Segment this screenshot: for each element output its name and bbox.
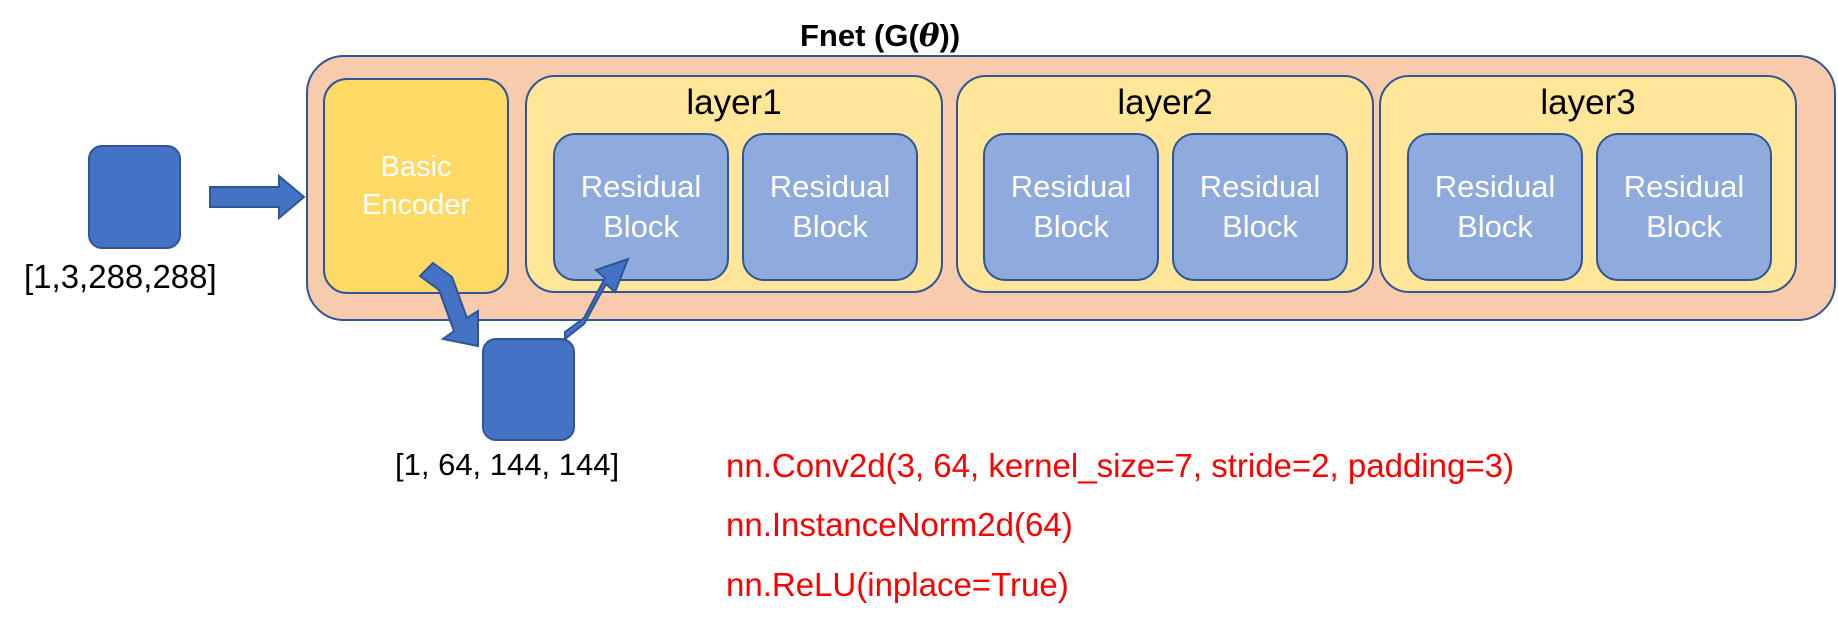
layer1-title: layer1 [686, 83, 782, 122]
input-tensor-square [88, 145, 181, 249]
residual-block-label: Residual Block [769, 169, 891, 244]
encoded-tensor-square [482, 338, 575, 441]
residual-block-label: Residual Block [580, 169, 702, 244]
basic-encoder-block: Basic Encoder [323, 78, 509, 294]
input-arrow [209, 173, 306, 221]
residual-block-label: Residual Block [1434, 169, 1556, 244]
residual-block-label: Residual Block [1199, 169, 1321, 244]
title-suffix: )) [939, 18, 961, 53]
layer2-title: layer2 [1117, 83, 1213, 122]
tensor-to-layer1-arrow [564, 257, 630, 342]
residual-block-label: Residual Block [1623, 169, 1745, 244]
diagram-title: Fnet (G(θ)) [800, 14, 1220, 58]
input-tensor-shape-label: [1,3,288,288] [24, 258, 217, 295]
encoder-to-tensor-arrow [418, 261, 479, 348]
layer1-residual-block-2: Residual Block [742, 133, 918, 281]
title-theta-symbol: θ [918, 18, 940, 54]
layer3-residual-block-1: Residual Block [1407, 133, 1583, 281]
title-prefix: Fnet (G( [800, 18, 919, 53]
code-line-relu: nn.ReLU(inplace=True) [726, 566, 1069, 603]
layer3-residual-block-2: Residual Block [1596, 133, 1772, 281]
layer2-residual-block-1: Residual Block [983, 133, 1159, 281]
layer1-residual-block-1: Residual Block [553, 133, 729, 281]
code-line-instancenorm: nn.InstanceNorm2d(64) [726, 506, 1073, 543]
basic-encoder-label: Basic Encoder [361, 151, 470, 221]
layer2-residual-block-2: Residual Block [1172, 133, 1348, 281]
residual-block-label: Residual Block [1010, 169, 1132, 244]
encoded-tensor-shape-label: [1, 64, 144, 144] [395, 447, 620, 482]
layer3-title: layer3 [1540, 83, 1636, 122]
code-line-conv2d: nn.Conv2d(3, 64, kernel_size=7, stride=2… [726, 447, 1514, 484]
